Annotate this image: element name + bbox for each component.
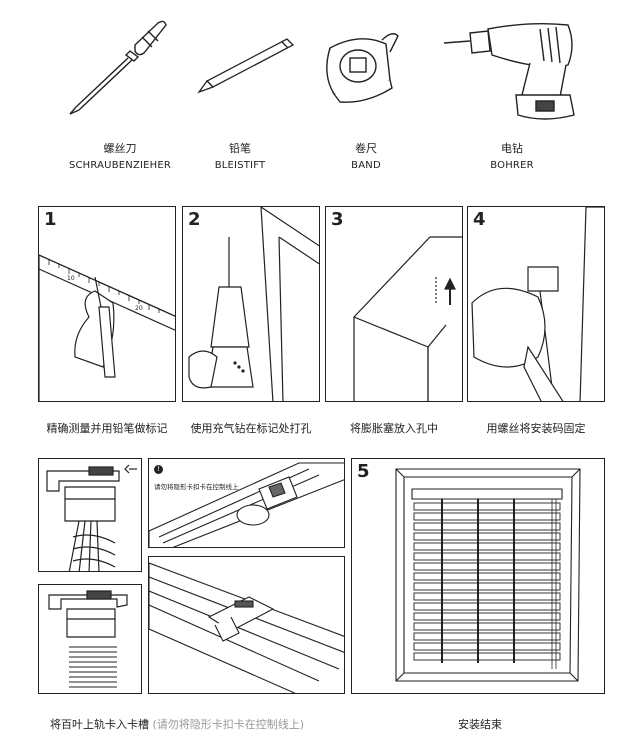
screwdriver-icon (69, 20, 167, 115)
ruler-tick-20: 20 (135, 305, 143, 312)
tool-label-de-drill: BOHRER (490, 160, 534, 171)
tool-label-de-tape: BAND (351, 160, 381, 171)
step-2-panel: 2 (182, 206, 320, 402)
rail-clip-diagram (46, 464, 137, 571)
step-1-panel: 1 10 20 (38, 206, 176, 402)
tools-row: 螺丝刀 SCHRAUBENZIEHER 铅笔 BLEISTIFT 卷尺 BAND… (0, 0, 640, 190)
rail-warning-panel: ! 请勿将隐形卡扣卡在控制线上 (148, 458, 345, 548)
tool-label-de-pencil: BLEISTIFT (214, 160, 266, 171)
dowel-insert-illustration (352, 236, 462, 401)
ruler-tick-10: 10 (67, 275, 75, 282)
ruler-measure-illustration (39, 254, 175, 401)
screw-bracket-illustration (471, 207, 604, 401)
rail-step-caption: 将百叶上轨卡入卡槽 (请勿将隐形卡扣卡在控制线上) (50, 716, 304, 732)
step-number: 1 (44, 209, 57, 230)
step-number: 4 (473, 209, 486, 230)
step-number: 3 (331, 209, 344, 230)
step-number: 2 (188, 209, 201, 230)
rail-slide-panel (148, 556, 345, 694)
rail-step-caption-note: (请勿将隐形卡扣卡在控制线上) (152, 718, 305, 731)
tool-label-cn-drill: 电钻 (501, 142, 523, 155)
rail-warning-text: 请勿将隐形卡扣卡在控制线上 (154, 483, 239, 491)
drilling-illustration (188, 207, 319, 401)
rail-step-caption-main: 将百叶上轨卡入卡槽 (50, 718, 149, 731)
step-1-caption: 精确测量并用铅笔做标记 (46, 422, 168, 435)
rail-clip-diagram (48, 590, 128, 688)
tape-measure-icon (326, 33, 399, 103)
step-3-caption: 将膨胀塞放入孔中 (350, 422, 438, 435)
tool-label-de-screwdriver: SCHRAUBENZIEHER (68, 160, 172, 171)
step-5-caption: 安装结束 (458, 718, 502, 731)
rail-track-illustration (149, 462, 344, 547)
step-4-panel: 4 (467, 206, 605, 402)
step-number: 5 (357, 461, 370, 482)
step-5-panel: 5 (351, 458, 605, 694)
tool-label-cn-screwdriver: 螺丝刀 (103, 142, 137, 155)
step-3-panel: 3 (325, 206, 463, 402)
pencil-icon (197, 38, 295, 94)
drill-icon (443, 22, 575, 120)
step-4-caption: 用螺丝将安装码固定 (486, 422, 586, 435)
warning-icon: ! (154, 465, 163, 474)
rail-slide-illustration (149, 562, 344, 693)
rail-clip-detail-top (38, 458, 142, 572)
step-2-caption: 使用充气钻在标记处打孔 (190, 422, 312, 435)
rail-clip-detail-bottom (38, 584, 142, 694)
installed-blind-illustration (395, 468, 581, 682)
tool-label-cn-tape: 卷尺 (355, 142, 377, 155)
tool-label-cn-pencil: 铅笔 (229, 142, 251, 155)
